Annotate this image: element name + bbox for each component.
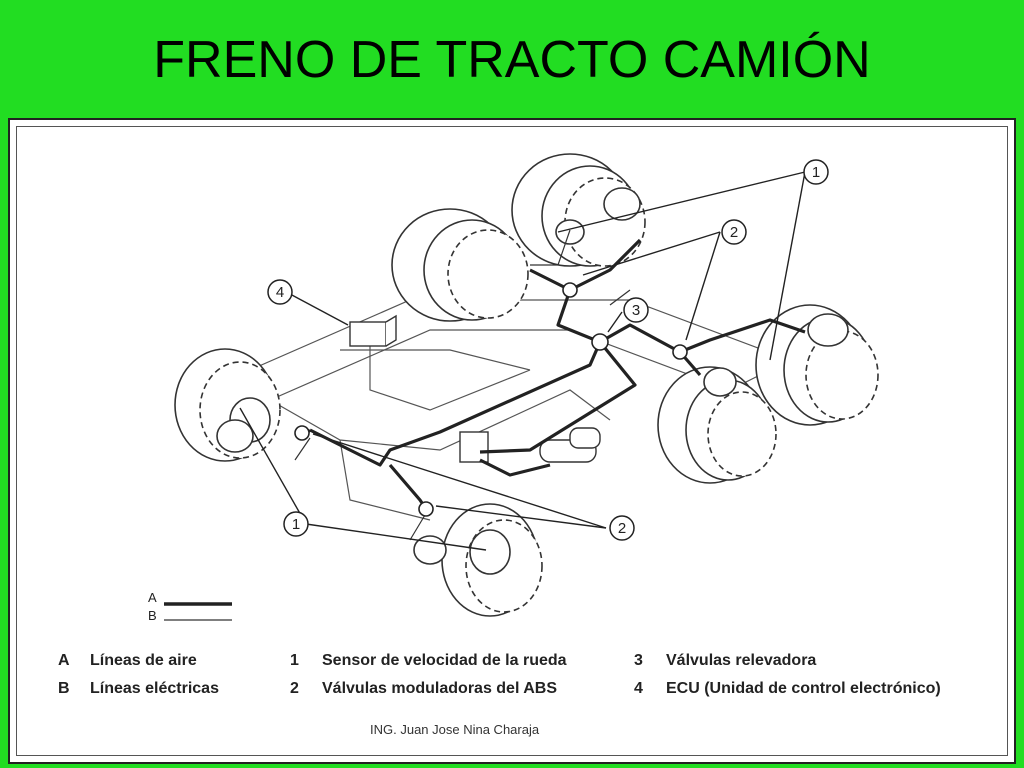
wheel-rear-top-1 xyxy=(391,208,529,322)
valve-mod-front-bottom xyxy=(418,501,434,517)
brake-system-diagram: 1 2 3 4 2 1 xyxy=(164,153,879,621)
wheels xyxy=(174,153,879,617)
callout-2-bottom xyxy=(609,515,635,541)
legend-code: 1 xyxy=(290,652,299,669)
callout-label: 1 xyxy=(812,164,820,181)
callout-label: 1 xyxy=(292,516,300,533)
line-key-b-label: B xyxy=(148,608,157,623)
legend-item: 2 Válvulas moduladoras del ABS xyxy=(290,680,557,698)
callout-label: 2 xyxy=(618,520,626,537)
legend-text: Líneas eléctricas xyxy=(90,680,219,697)
legend-text: Válvulas moduladoras del ABS xyxy=(322,680,558,697)
legend-item: B Líneas eléctricas xyxy=(58,680,219,698)
valve-mod-rear-top xyxy=(562,282,578,298)
legend-item: 4 ECU (Unidad de control electrónico) xyxy=(634,680,941,698)
valve-mod-rear-right xyxy=(672,344,688,360)
callout-4 xyxy=(267,279,293,305)
wheel-rear-right-1 xyxy=(657,366,777,484)
legend-code: 2 xyxy=(290,680,299,697)
diagram-frame: 1 2 3 4 2 1 A B A Líneas de aire B Líneas … xyxy=(8,118,1016,764)
legend-code: 3 xyxy=(634,652,643,669)
valves xyxy=(294,282,688,517)
legend-text: ECU (Unidad de control electrónico) xyxy=(666,680,941,697)
air-lines xyxy=(300,238,806,516)
callout-2-top xyxy=(721,219,747,245)
wheel-front-left xyxy=(174,348,281,462)
electrical-lines xyxy=(294,229,631,541)
callout-label: 3 xyxy=(632,302,640,319)
legend-item: A Líneas de aire xyxy=(58,652,197,670)
legend-text: Líneas de aire xyxy=(90,652,197,669)
components xyxy=(349,314,601,463)
legend-text: Válvulas relevadora xyxy=(666,652,817,669)
legend-item: 3 Válvulas relevadora xyxy=(634,652,816,670)
legend-code: B xyxy=(58,680,70,697)
leader-lines xyxy=(239,171,806,551)
valve-mod-front-left xyxy=(294,425,310,441)
line-key-a-label: A xyxy=(148,590,157,605)
callout-label: 4 xyxy=(276,284,284,301)
wheel-front-bottom xyxy=(413,503,543,617)
callout-1-top xyxy=(803,159,829,185)
ecu-box xyxy=(349,321,387,347)
legend-text: Sensor de velocidad de la rueda xyxy=(322,652,567,669)
callout-labels: 1 2 3 4 2 1 xyxy=(276,164,820,537)
callout-1-bottom xyxy=(283,511,309,537)
legend-code: A xyxy=(58,652,70,669)
wheel-rear-top-2 xyxy=(511,153,646,267)
author-footer: ING. Juan Jose Nina Charaja xyxy=(370,722,540,737)
relay-box xyxy=(459,431,489,463)
wheel-rear-right-2 xyxy=(755,304,879,426)
callout-label: 2 xyxy=(730,224,738,241)
air-tank-2 xyxy=(569,427,601,449)
legend-item: 1 Sensor de velocidad de la rueda xyxy=(290,652,567,670)
legend-code: 4 xyxy=(634,680,643,697)
slide-title: FRENO DE TRACTO CAMIÓN xyxy=(153,31,871,89)
line-key xyxy=(164,602,232,621)
diagram-inner-border xyxy=(16,126,1008,756)
callout-circles xyxy=(267,159,829,541)
valve-relay xyxy=(591,333,609,351)
callout-3 xyxy=(623,297,649,323)
